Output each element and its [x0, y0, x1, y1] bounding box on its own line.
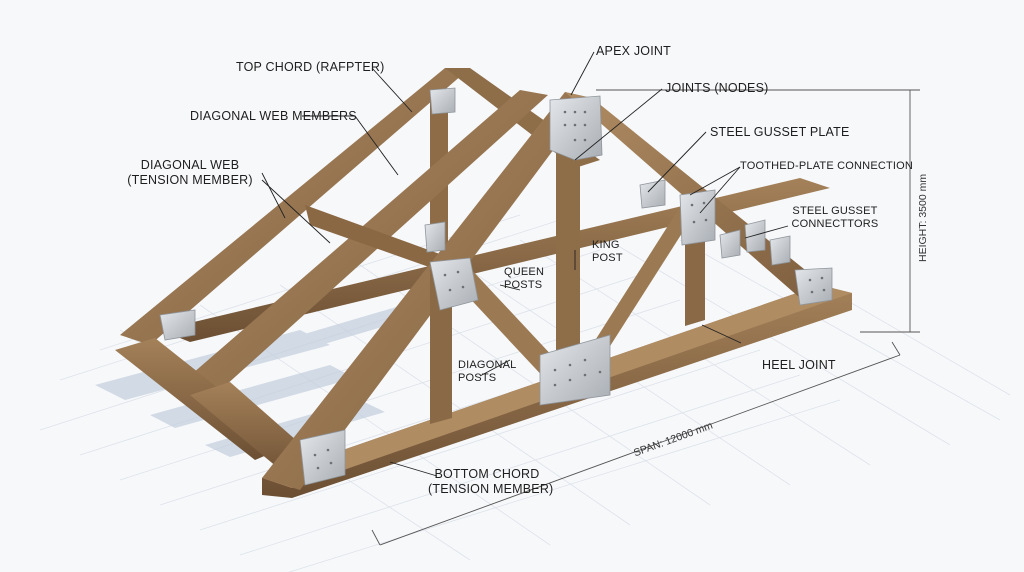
label-diagonal-web-line1: DIAGONAL WEB [140, 158, 240, 172]
label-queen-posts-line2: POSTS [504, 279, 543, 291]
label-diagonal-web: DIAGONAL WEB (TENSION MEMBER) [127, 158, 253, 188]
gusset-plates [159, 87, 833, 486]
label-bottom-chord-line1: BOTTOM CHORD [434, 467, 540, 481]
dimension-height: HEIGHT: 3500 mm [917, 173, 929, 262]
label-steel-gusset-connectors-line2: CONNECTTORS [791, 218, 879, 230]
label-diagonal-posts-line1: DIAGONAL [458, 359, 517, 371]
label-queen-posts-line1: QUEEN [504, 266, 545, 278]
plate-rivets [313, 110, 826, 470]
label-diagonal-web-line2: (TENSION MEMBER) [127, 173, 253, 187]
label-bottom-chord-line2: (TENSION MEMBER) [428, 482, 554, 496]
label-steel-gusset-connectors: STEEL GUSSET CONNECTTORS [790, 205, 880, 231]
label-joints-nodes: JOINTS (NODES) [665, 81, 769, 95]
label-bottom-chord: BOTTOM CHORD (TENSION MEMBER) [428, 467, 554, 497]
label-toothed-plate: TOOTHED-PLATE CONNECTION [740, 160, 914, 172]
label-queen-posts: QUEEN POSTS [504, 266, 544, 292]
label-steel-gusset-plate: STEEL GUSSET PLATE [710, 125, 850, 139]
label-apex-joint: APEX JOINT [596, 44, 671, 58]
height-dimension-line [596, 89, 920, 333]
label-steel-gusset-connectors-line1: STEEL GUSSET [792, 205, 878, 217]
label-diagonal-posts-line2: POSTS [458, 372, 497, 384]
label-king-post-line1: KING [592, 239, 620, 251]
label-king-post: KING POST [592, 239, 623, 265]
label-heel-joint: HEEL JOINT [762, 358, 836, 372]
rear-bottom-chord [160, 178, 830, 342]
label-top-chord: TOP CHORD (RAFPTER) [236, 60, 385, 74]
label-diagonal-posts: DIAGONAL POSTS [458, 359, 516, 385]
label-king-post-line2: POST [592, 252, 623, 264]
leader-lines [261, 51, 789, 477]
label-diagonal-web-members: DIAGONAL WEB MEMBERS [190, 109, 357, 123]
span-dimension-line [371, 341, 901, 546]
